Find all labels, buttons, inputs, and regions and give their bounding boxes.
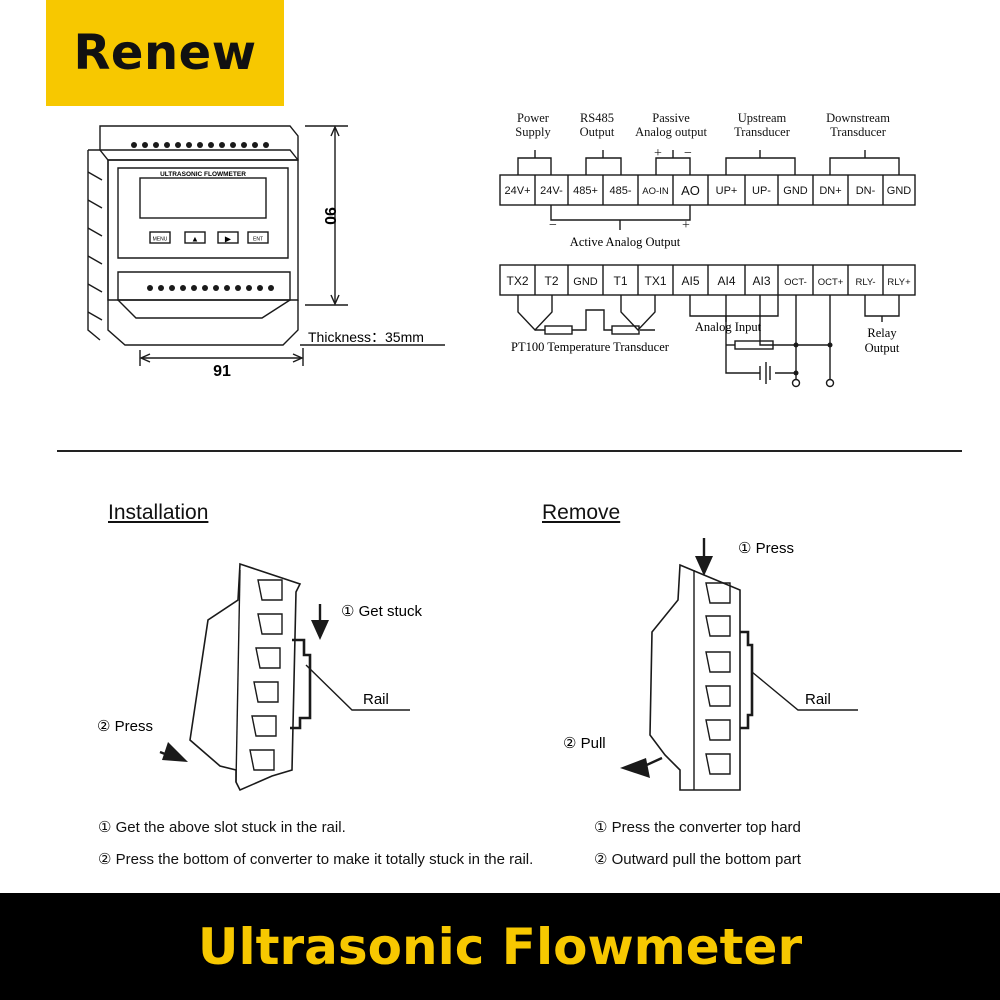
device-terminal-dots [131, 142, 274, 291]
device-screen-label: ULTRASONIC FLOWMETER [160, 171, 246, 178]
terminal-gnd-bottom: GND [573, 276, 598, 288]
passive-plus-sign: + [654, 146, 662, 161]
footer-banner: Ultrasonic Flowmeter [0, 893, 1000, 1000]
oct-terminals [791, 378, 835, 388]
bottom-terminal-strip [499, 264, 916, 384]
thickness-label: Thickness：35mm [308, 329, 424, 345]
device-button-right: ▶ [225, 235, 232, 244]
group-passive-line1: Passive [652, 111, 690, 125]
terminal-up-minus: UP- [752, 185, 771, 197]
installation-drawing [159, 562, 410, 792]
device-button-up: ▲ [191, 235, 199, 244]
remove-drawing [639, 538, 858, 791]
terminal-rly-minus: RLY- [855, 277, 875, 288]
installation-heading: Installation [108, 501, 209, 524]
install-note-1: ① Get the above slot stuck in the rail. [98, 819, 346, 836]
width-dimension: 91 [213, 363, 231, 380]
install-rail-label: Rail [363, 691, 389, 708]
group-rs485-line1: RS485 [580, 111, 614, 125]
terminal-ai5: AI5 [681, 274, 699, 288]
remove-heading: Remove [542, 501, 621, 524]
remove-note-1: ① Press the converter top hard [594, 819, 801, 836]
terminal-tx1: TX1 [644, 274, 666, 288]
terminal-oct-minus: OCT- [784, 277, 807, 288]
renew-label: Renew [73, 25, 257, 81]
terminal-24v-plus: 24V+ [505, 185, 531, 197]
group-downstream-line2: Transducer [830, 125, 887, 139]
terminal-rly-plus: RLY+ [887, 277, 911, 288]
device-button-menu: MENU [153, 237, 168, 243]
group-passive-line2: Analog output [635, 125, 707, 139]
terminal-ao: AO [681, 183, 700, 198]
group-upstream-line2: Transducer [734, 125, 791, 139]
remove-note-2: ② Outward pull the bottom part [594, 851, 801, 868]
install-step1-label: ① Get stuck [341, 603, 422, 620]
terminal-t1: T1 [613, 274, 627, 288]
analog-input-label: Analog Input [695, 320, 762, 334]
group-rs485-line2: Output [580, 125, 615, 139]
terminal-up-plus: UP+ [716, 185, 738, 197]
device-drawing [87, 125, 445, 366]
install-step2-label: ② Press [97, 718, 153, 735]
passive-minus-sign: − [684, 146, 692, 161]
terminal-ai4: AI4 [717, 274, 735, 288]
pt100-label: PT100 Temperature Transducer [511, 340, 670, 354]
terminal-tx2: TX2 [506, 274, 528, 288]
group-downstream-line1: Downstream [826, 111, 890, 125]
install-note-2: ② Press the bottom of converter to make … [98, 851, 534, 868]
active-minus-sign: − [549, 218, 557, 233]
terminal-ai3: AI3 [752, 274, 770, 288]
terminal-gnd-up: GND [783, 185, 808, 197]
active-analog-output-label: Active Analog Output [570, 235, 681, 249]
remove-step1-label: ① Press [738, 540, 794, 557]
renew-badge: Renew [46, 0, 284, 106]
relay-label-line2: Output [865, 341, 900, 355]
section-divider [57, 450, 962, 452]
terminal-485-plus: 485+ [573, 185, 598, 197]
flowmeter-diagram: ULTRASONIC FLOWMETER MENU ▲ ▶ ENT 90 91 … [87, 111, 916, 792]
terminal-24v-minus: 24V- [540, 185, 563, 197]
terminal-gnd-dn: GND [887, 185, 912, 197]
footer-title: Ultrasonic Flowmeter [197, 917, 803, 976]
group-upstream-line1: Upstream [738, 111, 787, 125]
remove-step2-label: ② Pull [563, 735, 606, 752]
group-power-line1: Power [517, 111, 550, 125]
terminal-dn-minus: DN- [856, 185, 876, 197]
active-plus-sign: + [682, 218, 690, 233]
device-button-ent: ENT [253, 237, 263, 243]
terminal-oct-plus: OCT+ [818, 277, 844, 288]
terminal-ao-in: AO-IN [642, 186, 669, 197]
height-dimension: 90 [321, 207, 338, 225]
terminal-485-minus: 485- [609, 185, 631, 197]
terminal-t2: T2 [544, 274, 558, 288]
remove-rail-label: Rail [805, 691, 831, 708]
terminal-dn-plus: DN+ [819, 185, 841, 197]
relay-label-line1: Relay [867, 326, 897, 340]
group-power-line2: Supply [515, 125, 551, 139]
top-terminal-strip [499, 150, 916, 230]
